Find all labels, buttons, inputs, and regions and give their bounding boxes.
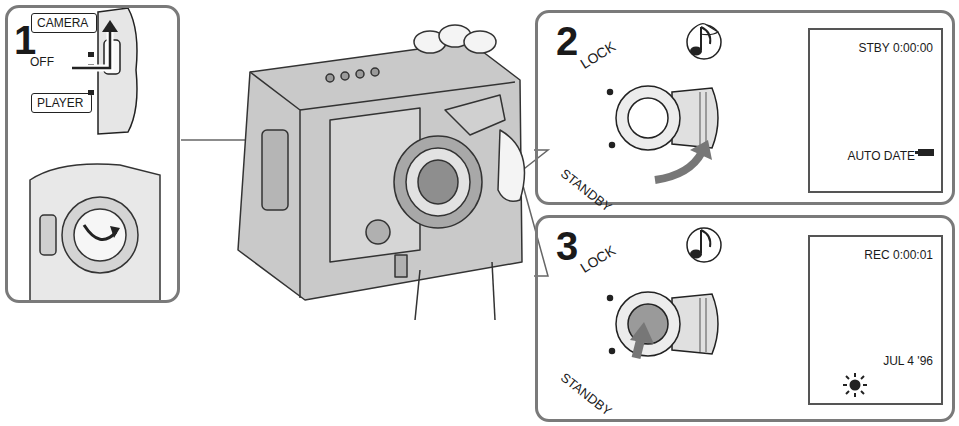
step-panel: 2STBY 0:00:00AUTO DATE [535, 10, 955, 205]
screen-text: AUTO DATE [847, 150, 915, 163]
mode-label: CAMERA [37, 17, 88, 30]
mode-label-box: CAMERA [31, 13, 97, 33]
dial-position: STANDBY [558, 371, 614, 419]
dial-position: STANDBY [558, 167, 614, 215]
dial-position: LOCK [578, 243, 618, 276]
step-panel: 3REC 0:00:01JUL 4 '96 [535, 215, 955, 422]
viewfinder-screen: REC 0:00:01JUL 4 '96 [808, 235, 943, 405]
step-number: 2 [556, 19, 578, 63]
screen-text: REC 0:00:01 [864, 249, 933, 262]
screen-text: JUL 4 '96 [883, 355, 933, 368]
viewfinder-screen: STBY 0:00:00AUTO DATE [808, 28, 943, 193]
switch-position: OFF [30, 56, 54, 69]
dial-position: LOCK [578, 39, 618, 72]
mode-label: PLAYER [37, 97, 83, 110]
mode-label-box: PLAYER [31, 93, 92, 113]
screen-text: STBY 0:00:00 [859, 42, 934, 55]
step-panel: 1CAMERAPLAYER [5, 5, 180, 303]
step-number: 3 [556, 224, 578, 268]
